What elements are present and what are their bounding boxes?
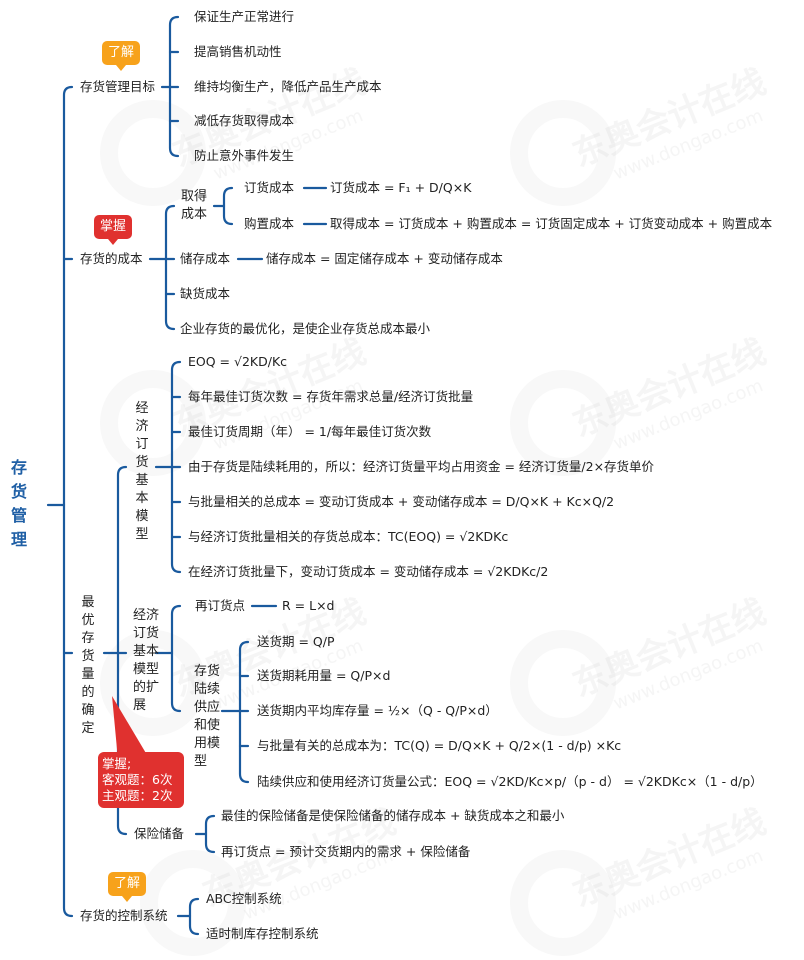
node-storage-cost: 储存成本	[180, 251, 231, 266]
basic-model-item: 由于存货是陆续耗用的，所以：经济订货量平均占用资金 = 经济订货量/2×存货单价	[188, 459, 655, 474]
goal-item: 减低存货取得成本	[194, 113, 295, 128]
node-ordering-cost: 订货成本	[244, 180, 295, 195]
node-optimal-quantity: 最优存货量的确定	[81, 595, 95, 736]
goal-item: 保证生产正常进行	[194, 9, 295, 24]
understand-badge: 了解	[102, 41, 141, 71]
formula-ordering-cost: 订货成本 = F₁ + D/Q×K	[330, 180, 472, 195]
callout-line: 主观题：2次	[102, 788, 173, 803]
callout-line: 掌握;	[102, 756, 132, 771]
basic-model-item: 与批量相关的总成本 = 变动订货成本 + 变动储存成本 = D/Q×K + Kc…	[188, 494, 615, 509]
understand-badge: 了解	[108, 872, 147, 902]
node-safety-stock: 保险储备	[134, 826, 185, 841]
formula-purchase-cost: 取得成本 = 订货成本 + 购置成本 = 订货固定成本 + 订货变动成本 + 购…	[330, 216, 773, 231]
basic-model-item: 最佳订货周期（年） = 1/每年最佳订货次数	[188, 424, 432, 439]
node-shortage-cost: 缺货成本	[180, 286, 231, 301]
node-continuous-supply: 存货陆续供应和使用模型	[194, 664, 221, 769]
node-inventory-cost: 存货的成本	[80, 251, 143, 266]
node-purchase-cost: 购置成本	[244, 216, 295, 231]
continuous-item: 送货期 = Q/P	[257, 634, 335, 649]
master-badge: 掌握	[94, 215, 133, 245]
continuous-item: 送货期内平均库存量 = ½×（Q - Q/P×d）	[257, 703, 498, 718]
callout-line: 客观题：6次	[102, 772, 173, 787]
continuous-item: 陆续供应和使用经济订货量公式：EOQ = √2KD/Kc×p/（p - d） =…	[257, 774, 763, 789]
goal-item: 提高销售机动性	[194, 44, 282, 59]
basic-model-item: 每年最佳订货次数 = 存货年需求总量/经济订货批量	[188, 389, 474, 404]
node-basic-model: 经济订货基本模型	[135, 401, 149, 542]
basic-model-item: 与经济订货批量相关的存货总成本：TC(EOQ) = √2KDKc	[188, 529, 509, 544]
node-inventory-goals: 存货管理目标	[80, 79, 156, 94]
formula-reorder-point: R = L×d	[282, 598, 335, 613]
continuous-item: 与批量有关的总成本为：TC(Q) = D/Q×K + Q/2×(1 - d/p)…	[257, 738, 622, 753]
node-optimization: 企业存货的最优化，是使企业存货总成本最小	[180, 321, 431, 336]
node-acquisition-cost: 取得成本	[181, 189, 208, 222]
exam-frequency-callout: 掌握; 客观题：6次 主观题：2次	[98, 752, 184, 808]
goal-item: 维持均衡生产，降低产品生产成本	[194, 79, 382, 94]
node-model-extension: 经济订货基本模型的扩展	[133, 608, 160, 713]
safety-item: 再订货点 = 预计交货期内的需求 + 保险储备	[221, 844, 471, 859]
root-node: 存货管理	[10, 458, 27, 549]
safety-item: 最佳的保险储备是使保险储备的储存成本 + 缺货成本之和最小	[221, 808, 565, 823]
goal-item: 防止意外事件发生	[194, 148, 295, 163]
basic-model-item: EOQ = √2KD/Kc	[188, 354, 288, 369]
control-item: 适时制库存控制系统	[206, 926, 319, 941]
formula-storage-cost: 储存成本 = 固定储存成本 + 变动储存成本	[266, 251, 503, 266]
control-item: ABC控制系统	[206, 891, 282, 906]
node-control-system: 存货的控制系统	[80, 908, 168, 923]
basic-model-item: 在经济订货批量下，变动订货成本 = 变动储存成本 = √2KDKc/2	[188, 564, 549, 579]
continuous-item: 送货期耗用量 = Q/P×d	[257, 668, 391, 683]
node-reorder-point: 再订货点	[195, 598, 246, 613]
